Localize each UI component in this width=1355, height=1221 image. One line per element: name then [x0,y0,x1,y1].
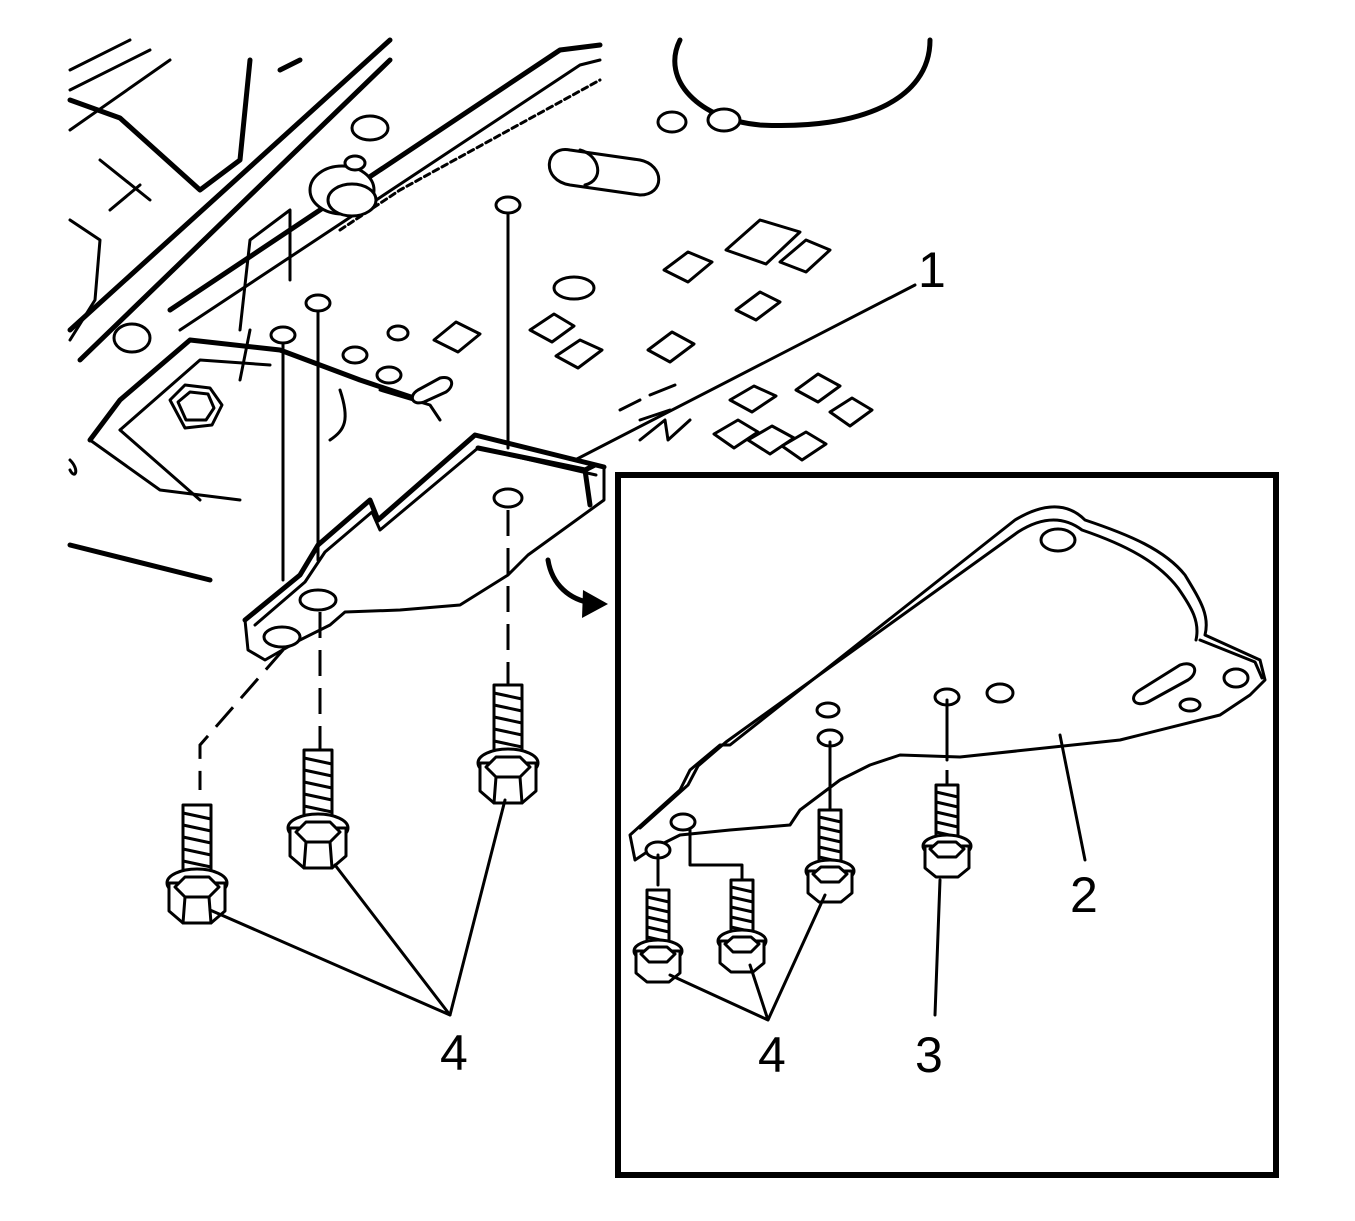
bolt-inset-right [804,808,856,904]
plate-part-2 [628,505,1267,862]
callout-4-main: 4 [440,1025,468,1081]
leader-2 [1058,733,1087,862]
callout-4-inset: 4 [758,1027,786,1083]
bolt-inset-left [632,888,684,984]
callout-1: 1 [918,242,946,298]
bolt-inset-middle [716,878,768,974]
arrow-to-inset-icon [545,557,608,618]
alignment-lines-main [198,195,522,790]
bolt-main-middle [286,748,350,870]
leader-4-inset [668,893,827,1022]
bracket-part-1 [242,432,607,662]
bolt-inset-part-3 [921,783,973,879]
leader-4-main [208,798,507,1017]
bolt-main-right [476,683,540,805]
inset-frame [615,472,1279,1178]
leader-1 [573,283,917,462]
transmission-case [67,37,933,583]
bolt-main-left [165,803,229,925]
callout-3: 3 [915,1027,943,1083]
callout-2: 2 [1070,867,1098,923]
leader-3 [933,878,942,1017]
